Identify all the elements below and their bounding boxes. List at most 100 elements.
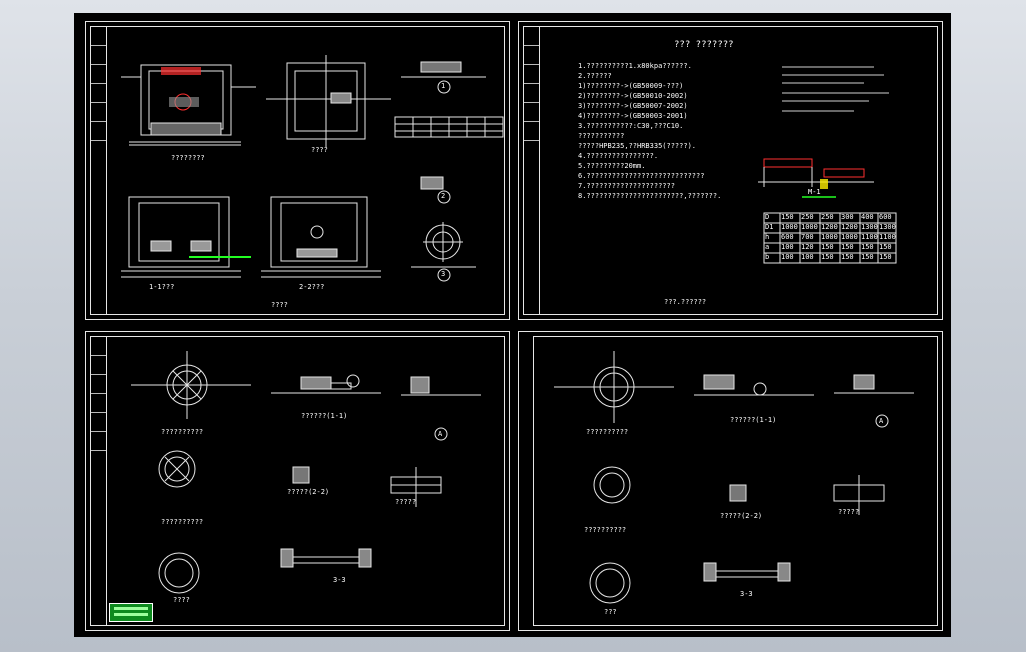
table-cell: 150 — [781, 213, 794, 221]
sheet-1-drawing — [121, 55, 504, 282]
table-cell: 250 — [821, 213, 834, 221]
table-cell: 1300 — [879, 223, 896, 231]
table-row: D1 1000 1000 1200 1200 1300 1300 — [765, 224, 897, 234]
sheet-1-circle1: 1 — [441, 82, 446, 90]
sheet-3-plan1: ?????????? — [161, 428, 204, 436]
sheet-1-label-section2: 2-2??? — [299, 283, 325, 291]
table-cell: 150 — [841, 253, 854, 261]
sheet-1-caption1: ???????? — [171, 154, 205, 162]
sheet-4-frame: ?????????? ?????????? ??? ??????(1-1) ??… — [533, 336, 938, 626]
sheet-2-frame: ??? ??????? 1.??????????1.x80kpa??????. … — [523, 26, 938, 315]
table-cell: 120 — [801, 243, 814, 251]
sheet-4-plan1: ?????????? — [586, 428, 629, 436]
sheet-4-section33: 3-3 — [740, 590, 753, 598]
sheet-4[interactable]: ?????????? ?????????? ??? ??????(1-1) ??… — [518, 331, 943, 631]
table-cell: 1000 — [781, 223, 798, 231]
table-cell: 1200 — [841, 223, 858, 231]
table-cell: 1000 — [841, 233, 858, 241]
sheet-2-title: ??? ??????? — [674, 40, 734, 50]
sheet-2-table: D 150 250 250 300 400 600 D1 1000 1000 1… — [765, 214, 897, 264]
note-line: 5.?????????20mm. — [578, 162, 646, 170]
sheet-3-ring: ???? — [173, 596, 190, 604]
note-line: 7.????????????????????? — [578, 182, 675, 190]
table-cell: D1 — [765, 223, 774, 231]
table-cell: 300 — [841, 213, 854, 221]
note-line: 6.???????????????????????????? — [578, 172, 705, 180]
sheet-4-drawing — [554, 351, 914, 604]
sheet-2-drawing — [758, 66, 897, 264]
sheet-4-detail2: ?????(2-2) — [720, 512, 763, 520]
note-line: ??????????? — [578, 132, 625, 140]
note-line: ?????HPB235,??HRB335(?????). — [578, 142, 697, 150]
table-cell: 150 — [879, 243, 892, 251]
sheet-2-notes: 1.??????????1.x80kpa??????. 2.?????? 1)?… — [578, 63, 778, 203]
table-cell: 150 — [821, 253, 834, 261]
sheet-2-section-label: M-1 — [808, 188, 821, 196]
sheet-1-label-section1: 1-1??? — [149, 283, 175, 291]
table-cell: a — [765, 243, 770, 251]
note-line: 4)????????->(GB50003-2001) — [578, 112, 688, 120]
table-row: h 600 700 1000 1000 1100 1100 — [765, 234, 897, 244]
sheet-1-caption2: ???? — [271, 301, 288, 309]
table-cell: b — [765, 253, 770, 261]
table-cell: h — [765, 233, 770, 241]
sheet-2-title-block — [524, 27, 540, 314]
sheet-2-table-grid — [763, 212, 897, 264]
table-cell: 600 — [781, 233, 794, 241]
sheet-3-section33: 3-3 — [333, 576, 346, 584]
drawing-canvas[interactable]: 1-1??? 2-2??? ???? ???????? ???? 1 2 3 ?… — [74, 13, 951, 637]
sheet-1-label-plan: ???? — [311, 146, 328, 154]
note-line: 1.??????????1.x80kpa??????. — [578, 62, 692, 70]
sheet-2[interactable]: ??? ??????? 1.??????????1.x80kpa??????. … — [518, 21, 943, 320]
note-line: 1)????????->(GB50009-???) — [578, 82, 684, 90]
note-line: 3)????????->(GB50007-2002) — [578, 102, 688, 110]
sheet-4-marker: A — [879, 417, 884, 425]
table-cell: 600 — [879, 213, 892, 221]
sheet-4-detail1: ??????(1-1) — [730, 416, 777, 424]
sheet-1[interactable]: 1-1??? 2-2??? ???? ???????? ???? 1 2 3 — [85, 21, 510, 320]
sheet-4-plan2: ?????????? — [584, 526, 627, 534]
sheet-4-ring: ??? — [604, 608, 617, 616]
sheet-1-circle3: 3 — [441, 270, 446, 278]
table-cell: 1000 — [801, 223, 818, 231]
table-cell: 700 — [801, 233, 814, 241]
sheet-3-detail3: ????? — [395, 498, 417, 506]
table-cell: 1300 — [861, 223, 878, 231]
table-cell: D — [765, 213, 770, 221]
note-line: 3.???????????:C30,???C10. — [578, 122, 684, 130]
sheet-1-circle2: 2 — [441, 192, 446, 200]
table-cell: 150 — [821, 243, 834, 251]
note-line: 2)????????->(GB50010-2002) — [578, 92, 688, 100]
sheet-3-marker: A — [438, 430, 443, 438]
table-cell: 1100 — [879, 233, 896, 241]
table-cell: 150 — [861, 253, 874, 261]
table-cell: 400 — [861, 213, 874, 221]
table-cell: 100 — [801, 253, 814, 261]
table-cell: 150 — [861, 243, 874, 251]
sheet-1-title-block — [91, 27, 107, 314]
sheet-4-detail3: ????? — [838, 508, 860, 516]
sheet-3-title-block — [91, 337, 107, 625]
sheet-3-detail1: ??????(1-1) — [301, 412, 348, 420]
sheet-3-detail2: ?????(2-2) — [287, 488, 330, 496]
sheet-2-footer: ???.?????? — [664, 298, 707, 306]
table-cell: 150 — [841, 243, 854, 251]
table-row: b 100 100 150 150 150 150 — [765, 254, 897, 264]
table-cell: 150 — [879, 253, 892, 261]
sheet-1-frame: 1-1??? 2-2??? ???? ???????? ???? 1 2 3 — [90, 26, 505, 315]
sheet-3[interactable]: ?????????? ?????????? ???? ??????(1-1) ?… — [85, 331, 510, 631]
table-cell: 250 — [801, 213, 814, 221]
legend-stamp — [109, 603, 153, 622]
note-line: 2.?????? — [578, 72, 612, 80]
sheet-3-plan2: ?????????? — [161, 518, 204, 526]
table-cell: 1000 — [821, 233, 838, 241]
table-cell: 1100 — [861, 233, 878, 241]
table-row: D 150 250 250 300 400 600 — [765, 214, 897, 224]
table-cell: 100 — [781, 253, 794, 261]
table-row: a 100 120 150 150 150 150 — [765, 244, 897, 254]
sheet-3-drawing — [131, 351, 481, 594]
note-line: 8.???????????????????????,???????. — [578, 192, 722, 200]
table-cell: 100 — [781, 243, 794, 251]
note-line: 4.????????????????. — [578, 152, 659, 160]
table-cell: 1200 — [821, 223, 838, 231]
